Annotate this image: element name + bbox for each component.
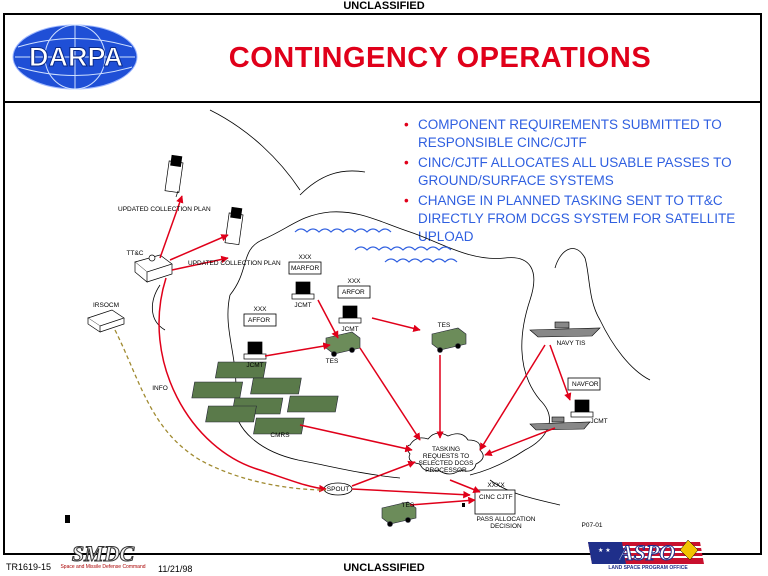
label-tes-left: TES bbox=[325, 358, 339, 365]
darpa-logo-text: DARPA bbox=[29, 42, 124, 73]
bullet-item: CINC/CJTF ALLOCATES ALL USABLE PASSES TO… bbox=[402, 154, 752, 190]
aspo-subtitle: LAND SPACE PROGRAM OFFICE bbox=[608, 565, 688, 571]
label-navy-tis: NAVY TIS bbox=[556, 340, 586, 347]
smdc-logo-text: SMDC bbox=[71, 541, 135, 567]
label-cinc: CINC CJTF bbox=[479, 494, 513, 501]
sea-waves bbox=[294, 228, 458, 263]
label-tasking: TASKING REQUESTS TO SELECTED DCGS PROCES… bbox=[418, 446, 474, 474]
label-info: INFO bbox=[152, 385, 168, 392]
tes-vehicle-icon bbox=[325, 327, 467, 527]
doc-date: 11/21/98 bbox=[158, 564, 193, 574]
satellite-icon bbox=[164, 154, 184, 198]
terminal-icon bbox=[243, 281, 594, 418]
page-title: CONTINGENCY OPERATIONS bbox=[228, 42, 652, 74]
label-cmrs: CMRS bbox=[270, 432, 290, 439]
label-navfor: NAVFOR bbox=[572, 381, 599, 388]
aspo-logo-text: ASPO bbox=[618, 540, 676, 566]
label-arfor-jcmt: JCMT bbox=[341, 326, 359, 333]
aspo-logo: ★ ★ ASPO LAND SPACE PROGRAM OFFICE bbox=[582, 538, 710, 572]
label-navfor-jcmt: JCMT bbox=[590, 418, 608, 425]
doc-id: TR1619-15 bbox=[6, 562, 52, 572]
label-spout: SPOUT bbox=[326, 486, 350, 493]
label-arfor-rank: XXX bbox=[347, 278, 361, 285]
small-markers bbox=[65, 503, 465, 523]
label-arfor: ARFOR bbox=[342, 289, 365, 296]
label-tes-top: TES bbox=[437, 322, 451, 329]
label-irsocm: IRSOCM bbox=[93, 302, 119, 309]
classification-top: UNCLASSIFIED bbox=[343, 0, 425, 12]
classification-bottom: UNCLASSIFIED bbox=[343, 562, 425, 574]
label-pass-allocation: PASS ALLOCATION DECISION bbox=[476, 516, 536, 530]
satellite-icon bbox=[224, 206, 244, 245]
label-afor-rank: XXX bbox=[253, 306, 267, 313]
bullet-item: COMPONENT REQUIREMENTS SUBMITTED TO RESP… bbox=[402, 116, 752, 152]
label-figure-code: P07-01 bbox=[581, 522, 603, 529]
irsocm-building-icon bbox=[87, 309, 125, 333]
label-ttc: TT&C bbox=[126, 250, 144, 257]
terrain-outline bbox=[151, 109, 651, 506]
label-afor-jcmt: JCMT bbox=[246, 362, 264, 369]
smdc-subtitle: Space and Missile Defense Command bbox=[60, 564, 146, 570]
navy-ship-icon bbox=[529, 321, 601, 431]
smdc-logo: SMDC Space and Missile Defense Command bbox=[60, 541, 146, 571]
ttc-station-icon bbox=[134, 254, 173, 283]
header-panel bbox=[3, 13, 762, 103]
label-marfor-rank: XXX bbox=[298, 254, 312, 261]
label-tes-bottom: TES bbox=[401, 502, 415, 509]
aspo-flag-graphic: ★ ★ bbox=[588, 539, 704, 564]
svg-text:★ ★: ★ ★ bbox=[598, 547, 611, 554]
diagram-panel bbox=[3, 103, 762, 555]
label-cinc-rank: XXXX bbox=[487, 482, 505, 489]
label-afor: AFFOR bbox=[248, 317, 271, 324]
label-updated-plan-1: UPDATED COLLECTION PLAN bbox=[118, 206, 211, 213]
label-marfor-jcmt: JCMT bbox=[294, 302, 312, 309]
label-marfor: MARFOR bbox=[291, 265, 320, 272]
data-flow-arrows bbox=[158, 195, 572, 506]
cmrs-equipment-cluster bbox=[191, 361, 339, 435]
unit-boxes bbox=[243, 261, 601, 515]
label-updated-plan-2: UPDATED COLLECTION PLAN bbox=[188, 260, 281, 267]
